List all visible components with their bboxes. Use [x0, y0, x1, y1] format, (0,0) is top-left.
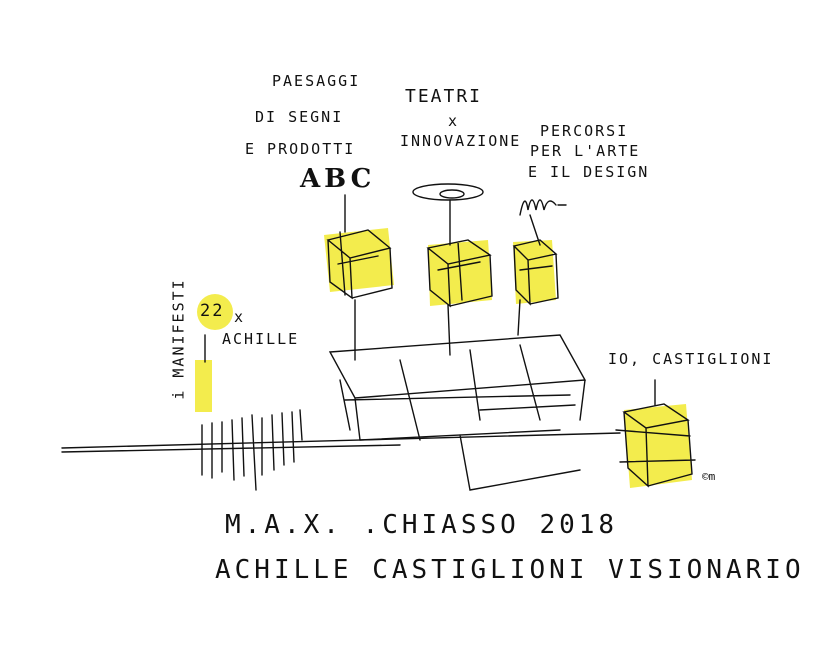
cube-teatri [426, 239, 493, 308]
label-paesaggi-3: E PRODOTTI [245, 140, 356, 158]
label-castiglioni: IO, CASTIGLIONI [608, 350, 774, 368]
spiral-mark [412, 183, 484, 201]
label-percorsi-3: E IL DESIGN [528, 163, 650, 181]
manifesti-lines [201, 409, 303, 491]
title-line-2: ACHILLE CASTIGLIONI VISIONARIO [215, 555, 805, 585]
title-line-1: M.A.X. .CHIASSO 2018 [225, 510, 619, 540]
cube-castiglioni [615, 403, 696, 488]
label-teatri-3: INNOVAZIONE [400, 132, 522, 150]
cube-paesaggi [326, 229, 393, 300]
exhibition-structure [328, 334, 587, 491]
label-teatri-2: x [448, 112, 460, 130]
label-manifesti: i MANIFESTI [169, 278, 188, 400]
label-paesaggi-2: DI SEGNI [255, 108, 344, 126]
label-abc: ABC [300, 164, 376, 194]
achille-count: 22 [200, 301, 225, 321]
ground-line [61, 432, 621, 453]
signature-squiggle [519, 199, 567, 216]
label-percorsi-1: PERCORSI [540, 122, 629, 140]
label-paesaggi-1: PAESAGGI [272, 72, 361, 90]
cube-percorsi [512, 239, 559, 306]
signature: ©m [702, 470, 716, 483]
achille-x: x [234, 308, 246, 326]
achille-label: ACHILLE [222, 330, 300, 348]
label-teatri-1: TEATRI [405, 86, 483, 107]
label-percorsi-2: PER L'ARTE [530, 142, 641, 160]
